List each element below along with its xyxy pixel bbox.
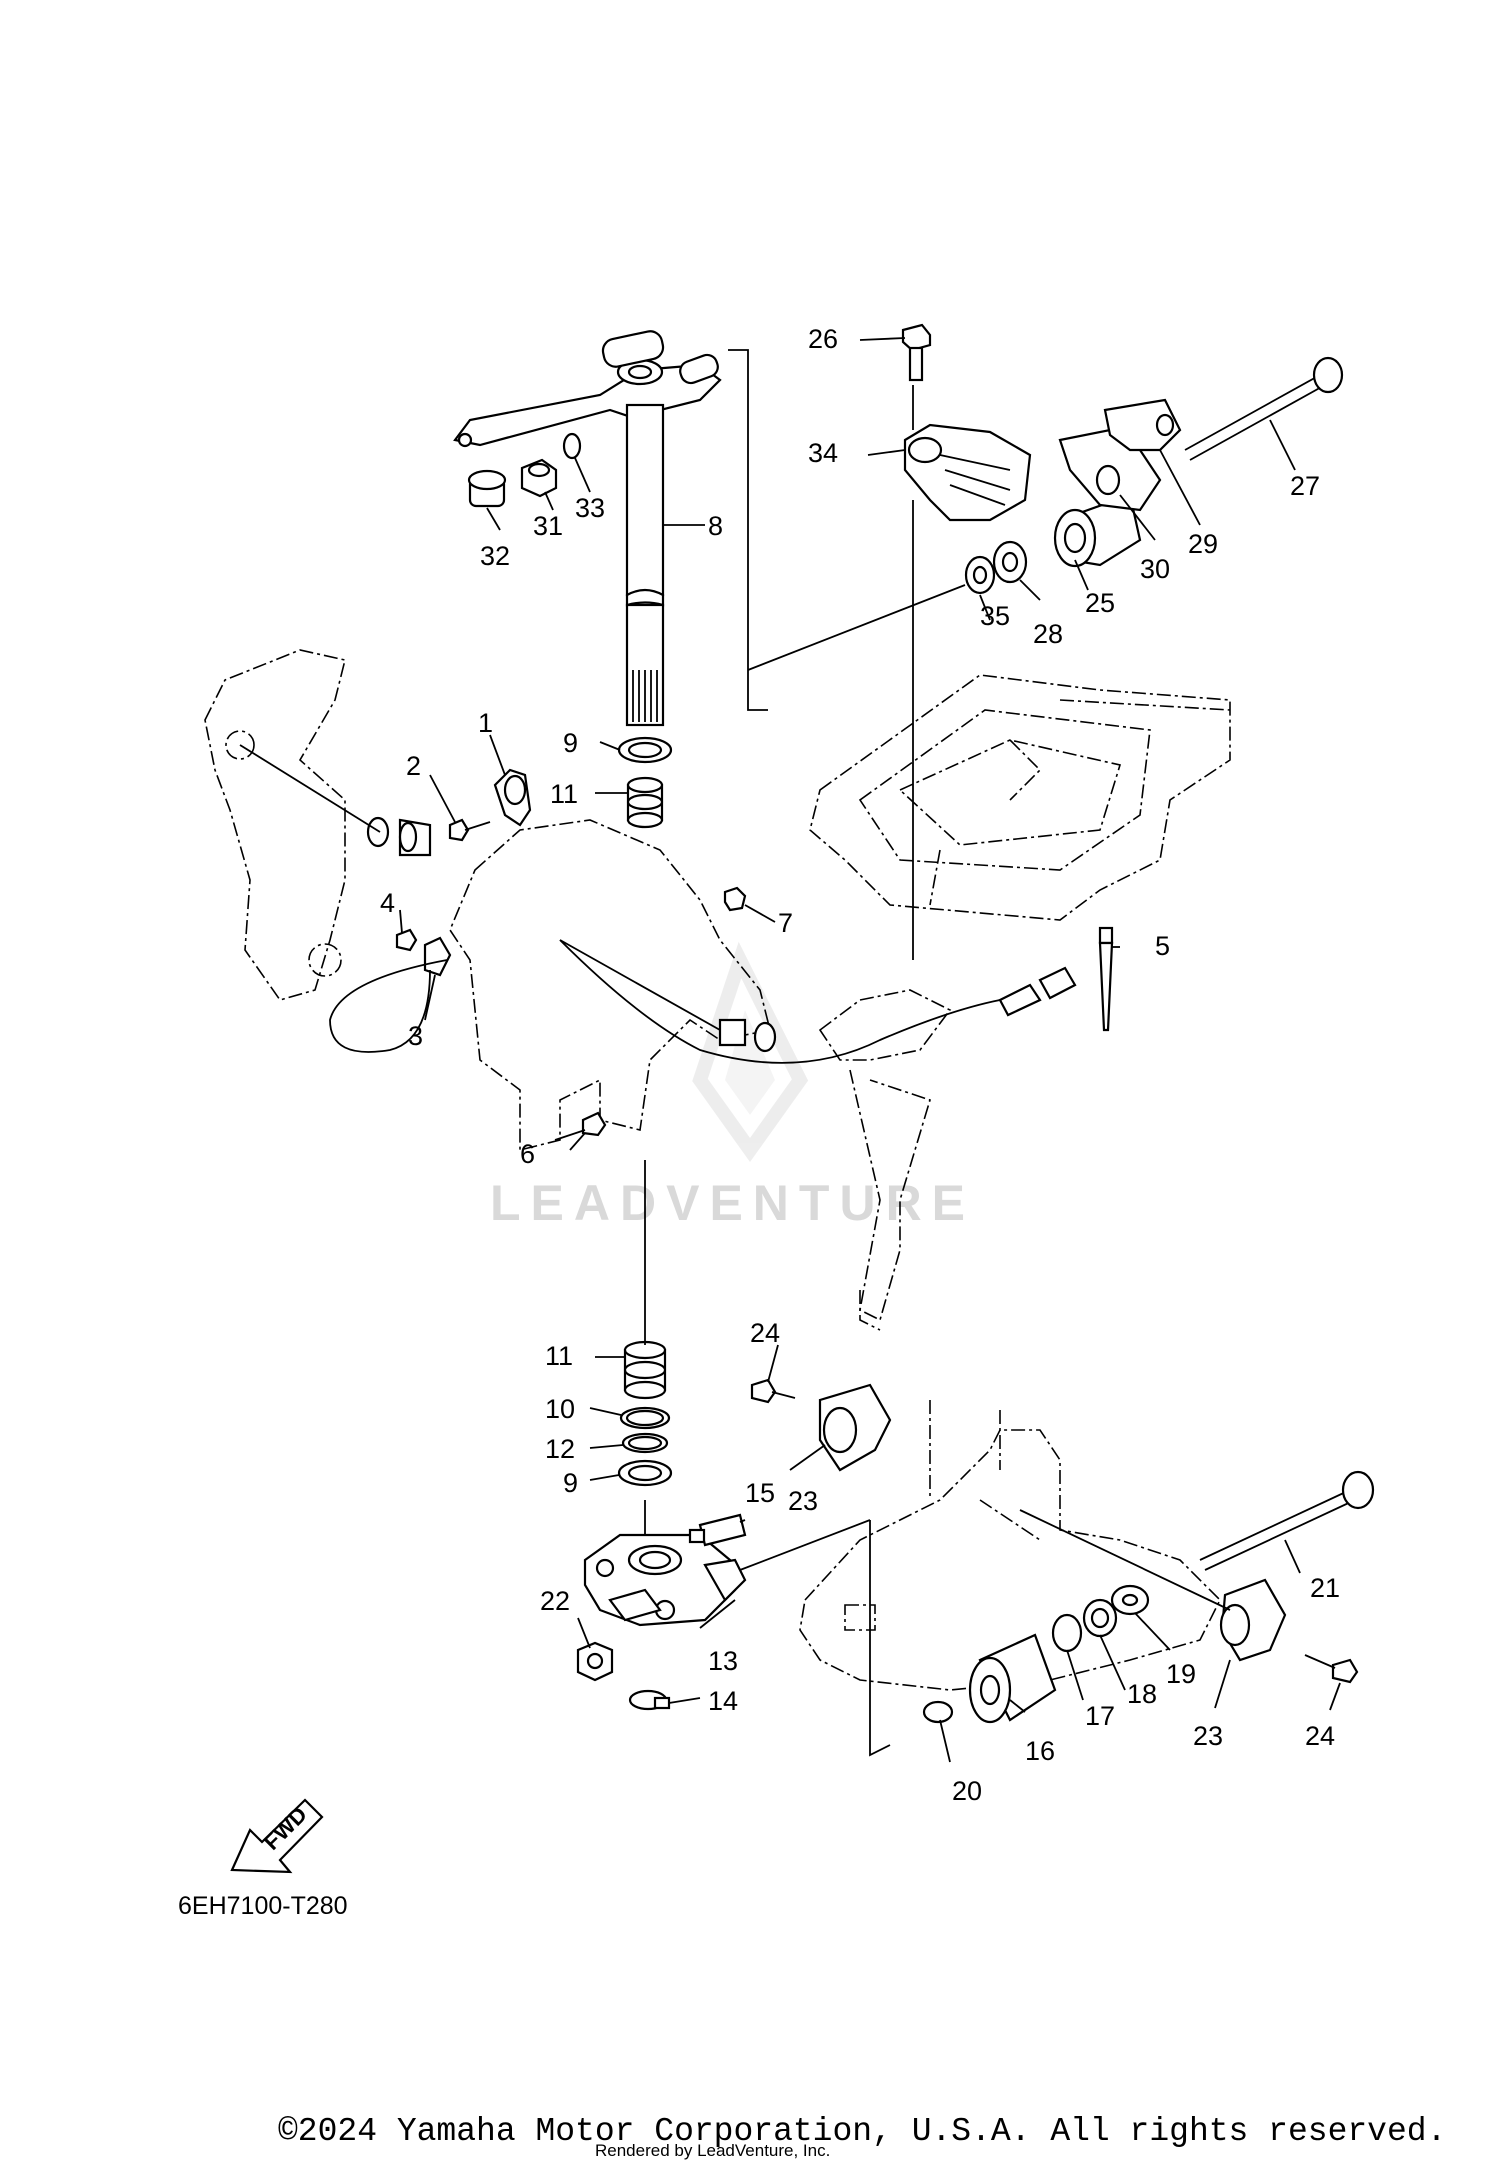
callout-1: 1 bbox=[478, 708, 493, 738]
ring-10 bbox=[619, 1406, 671, 1430]
engine-base-phantom bbox=[809, 674, 1231, 921]
swivel-bracket-phantom bbox=[449, 819, 952, 1331]
screw-4 bbox=[395, 928, 418, 952]
callout-5: 5 bbox=[1155, 931, 1170, 961]
clip-1 bbox=[493, 768, 532, 827]
bolt-24-lower bbox=[1304, 1654, 1359, 1684]
callout-6: 6 bbox=[520, 1139, 535, 1169]
callout-3: 3 bbox=[408, 1021, 423, 1051]
rendered-by: Rendered by LeadVenture, Inc. bbox=[595, 2141, 830, 2160]
bushing-11-upper bbox=[626, 776, 664, 829]
callout-32: 32 bbox=[480, 541, 510, 571]
callout-29: 29 bbox=[1188, 529, 1218, 559]
bush-cluster-left bbox=[366, 816, 432, 857]
callout-21: 21 bbox=[1310, 1573, 1340, 1603]
watermark-text: LEADVENTURE bbox=[490, 1175, 975, 1231]
upper-mount-assembly bbox=[964, 356, 1344, 595]
nut-22 bbox=[576, 1641, 614, 1682]
lower-mount-bracket-13 bbox=[583, 1533, 747, 1627]
guide-lines-lower bbox=[739, 1509, 1231, 1757]
callout-22: 22 bbox=[540, 1586, 570, 1616]
callout-34: 34 bbox=[808, 438, 838, 468]
diagram-code: 6EH7100-T280 bbox=[178, 1892, 348, 1920]
assembly-guide-lines bbox=[239, 349, 966, 1560]
washer-9-lower bbox=[617, 1459, 673, 1487]
callout-19: 19 bbox=[1166, 1659, 1196, 1689]
callout-11-upper: 11 bbox=[550, 779, 578, 809]
screw-6 bbox=[554, 1111, 607, 1141]
nut-31 bbox=[520, 458, 558, 498]
callout-14: 14 bbox=[708, 1686, 738, 1716]
callout-labels: 1 2 3 4 5 6 7 8 9 11 11 10 12 9 15 22 13… bbox=[380, 324, 1340, 1806]
fwd-arrow-icon: FWD bbox=[230, 1798, 324, 1874]
clamp-bracket-phantom bbox=[204, 649, 346, 1001]
callout-2: 2 bbox=[406, 751, 421, 781]
bolt-21 bbox=[1199, 1470, 1375, 1571]
callout-17: 17 bbox=[1085, 1701, 1115, 1731]
lower-case-phantom bbox=[799, 1400, 1221, 1691]
callout-7: 7 bbox=[778, 908, 793, 938]
nut-7 bbox=[723, 886, 747, 912]
callout-23-lower: 23 bbox=[1193, 1721, 1223, 1751]
callout-31: 31 bbox=[533, 511, 563, 541]
washer-9-upper bbox=[617, 736, 673, 764]
collar-15 bbox=[688, 1513, 747, 1547]
washer-33 bbox=[562, 432, 582, 460]
bolt-24-upper bbox=[750, 1378, 796, 1404]
steering-arm-assembly bbox=[453, 330, 722, 727]
callout-18: 18 bbox=[1127, 1679, 1157, 1709]
callout-9-lower: 9 bbox=[563, 1468, 578, 1498]
callout-33: 33 bbox=[575, 493, 605, 523]
screw-2 bbox=[448, 818, 491, 842]
callout-25: 25 bbox=[1085, 588, 1115, 618]
callout-28: 28 bbox=[1033, 619, 1063, 649]
callout-26: 26 bbox=[808, 324, 838, 354]
lead-wire bbox=[329, 939, 1077, 1064]
callout-27: 27 bbox=[1290, 471, 1320, 501]
ring-12 bbox=[621, 1432, 669, 1454]
callout-35: 35 bbox=[980, 601, 1010, 631]
bracket-23-upper bbox=[818, 1383, 892, 1472]
callout-16: 16 bbox=[1025, 1736, 1055, 1766]
lower-mount-rubbers bbox=[922, 1584, 1150, 1724]
callout-23-upper: 23 bbox=[788, 1486, 818, 1516]
callout-24-upper: 24 bbox=[750, 1318, 780, 1348]
callout-15: 15 bbox=[745, 1478, 775, 1508]
callout-13: 13 bbox=[708, 1646, 738, 1676]
cap-32 bbox=[467, 469, 507, 508]
callout-11-lower: 11 bbox=[545, 1341, 573, 1371]
callout-8: 8 bbox=[708, 511, 723, 541]
callout-30: 30 bbox=[1140, 554, 1170, 584]
callout-9-upper: 9 bbox=[563, 728, 578, 758]
bracket-34 bbox=[903, 423, 1032, 522]
clip-14 bbox=[628, 1689, 671, 1711]
tie-5 bbox=[1098, 926, 1114, 1032]
callout-4: 4 bbox=[380, 888, 395, 918]
callout-12: 12 bbox=[545, 1434, 575, 1464]
bush-cluster-right bbox=[718, 1018, 777, 1053]
bolt-26 bbox=[901, 323, 932, 382]
copyright-notice: ©2024 Yamaha Motor Corporation, U.S.A. A… bbox=[278, 2113, 1446, 2150]
callout-leaders bbox=[399, 337, 1341, 1763]
callout-20: 20 bbox=[952, 1776, 982, 1806]
callout-10: 10 bbox=[545, 1394, 575, 1424]
callout-24-lower: 24 bbox=[1305, 1721, 1335, 1751]
bushing-11-lower bbox=[623, 1340, 667, 1400]
bracket-23-lower bbox=[1219, 1578, 1287, 1662]
clamp-3 bbox=[423, 936, 452, 977]
